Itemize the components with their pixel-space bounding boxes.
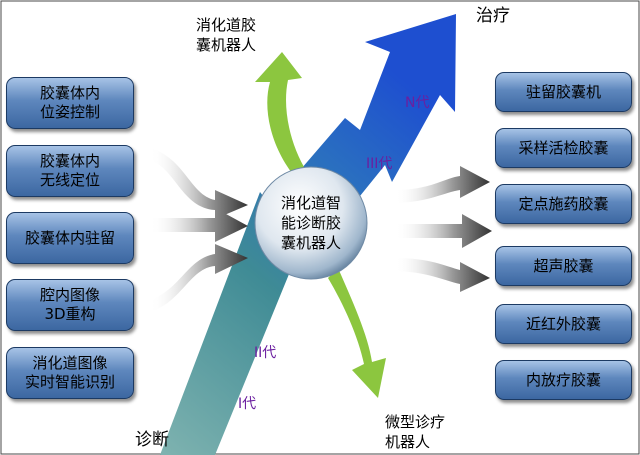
output-arrows bbox=[395, 166, 492, 292]
generation-1: I代 bbox=[238, 396, 257, 412]
left-item-line-2: 3D重构 bbox=[44, 305, 96, 323]
right-item-retention-capsule: 驻留胶囊机 bbox=[495, 72, 632, 112]
top-label-line-1: 消化道胶 bbox=[196, 16, 257, 34]
right-item-infrared-capsule: 近红外胶囊 bbox=[495, 304, 632, 344]
left-item-line-2: 实时智能识别 bbox=[24, 373, 115, 391]
left-item-line-1: 消化道图像 bbox=[32, 354, 108, 372]
center-sphere bbox=[254, 166, 368, 280]
center-label: 消化道智 能诊断胶 囊机器人 bbox=[255, 167, 367, 279]
left-item-line-1: 胶囊体内驻留 bbox=[24, 228, 115, 247]
center-line-3: 囊机器人 bbox=[280, 234, 341, 252]
green-arrow-down bbox=[328, 268, 386, 398]
right-item-biopsy-capsule: 采样活检胶囊 bbox=[495, 128, 632, 168]
bottom-label-line-2: 机器人 bbox=[385, 433, 431, 451]
left-item-pose-control: 胶囊体内 位姿控制 bbox=[6, 77, 134, 129]
right-item-ultrasound-capsule: 超声胶囊 bbox=[495, 246, 632, 286]
left-item-wireless-location: 胶囊体内 无线定位 bbox=[6, 145, 134, 197]
generation-3: III代 bbox=[366, 156, 393, 172]
left-item-line-1: 腔内图像 bbox=[39, 286, 100, 304]
center-line-1: 消化道智 bbox=[280, 194, 341, 212]
bottom-label: 微型诊疗 机器人 bbox=[385, 412, 445, 452]
right-item-radiotherapy-capsule: 内放疗胶囊 bbox=[495, 360, 632, 400]
left-item-retention: 胶囊体内驻留 bbox=[6, 212, 134, 264]
left-item-image-recognition: 消化道图像 实时智能识别 bbox=[6, 347, 134, 399]
left-item-line-1: 胶囊体内 bbox=[39, 84, 100, 102]
left-item-line-2: 位姿控制 bbox=[39, 103, 100, 121]
left-item-line-1: 胶囊体内 bbox=[39, 152, 100, 170]
green-arrow-up bbox=[255, 52, 307, 178]
generation-2: II代 bbox=[254, 345, 277, 361]
end-label: 治疗 bbox=[476, 6, 510, 26]
top-label-line-2: 囊机器人 bbox=[196, 36, 257, 54]
top-label: 消化道胶 囊机器人 bbox=[196, 15, 256, 55]
left-item-3d-reconstruction: 腔内图像 3D重构 bbox=[6, 279, 134, 331]
center-line-2: 能诊断胶 bbox=[280, 214, 341, 232]
input-arrows bbox=[150, 148, 248, 312]
bottom-label-line-1: 微型诊疗 bbox=[385, 413, 446, 431]
generation-4: N代 bbox=[405, 95, 430, 111]
start-label: 诊断 bbox=[135, 430, 169, 450]
left-item-line-2: 无线定位 bbox=[39, 171, 100, 189]
right-item-drug-capsule: 定点施药胶囊 bbox=[495, 184, 632, 224]
